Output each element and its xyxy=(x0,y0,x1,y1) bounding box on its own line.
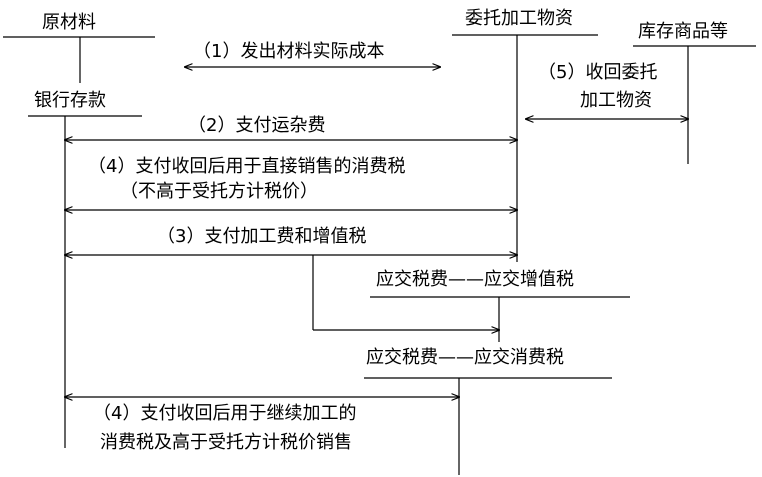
bank-deposit-label: 银行存款 xyxy=(34,90,106,111)
entry-5-label-line1: （5）收回委托 xyxy=(538,62,658,83)
consumption-tax-payable-label: 应交税费——应交消费税 xyxy=(366,347,564,368)
entry-3-label: （3）支付加工费和增值税 xyxy=(157,226,367,247)
vat-payable-label: 应交税费——应交增值税 xyxy=(376,269,574,290)
entry-1-label: （1）发出材料实际成本 xyxy=(193,41,385,62)
entry-5-label-line2: 加工物资 xyxy=(580,90,652,111)
raw-materials-label: 原材料 xyxy=(42,12,96,33)
entry-4b-label-line2: 消费税及高于受托方计税价销售 xyxy=(100,432,352,453)
entry-4a-label-line2: （不高于受托方计税价） xyxy=(120,181,318,202)
entry-4a-label-line1: （4）支付收回后用于直接销售的消费税 xyxy=(88,156,406,177)
consigned-processing-label: 委托加工物资 xyxy=(465,8,573,29)
entry-2-label: （2）支付运杂费 xyxy=(188,115,326,136)
inventory-goods-label: 库存商品等 xyxy=(638,21,728,42)
entry-4b-label-line1: （4）支付收回后用于继续加工的 xyxy=(93,403,357,424)
